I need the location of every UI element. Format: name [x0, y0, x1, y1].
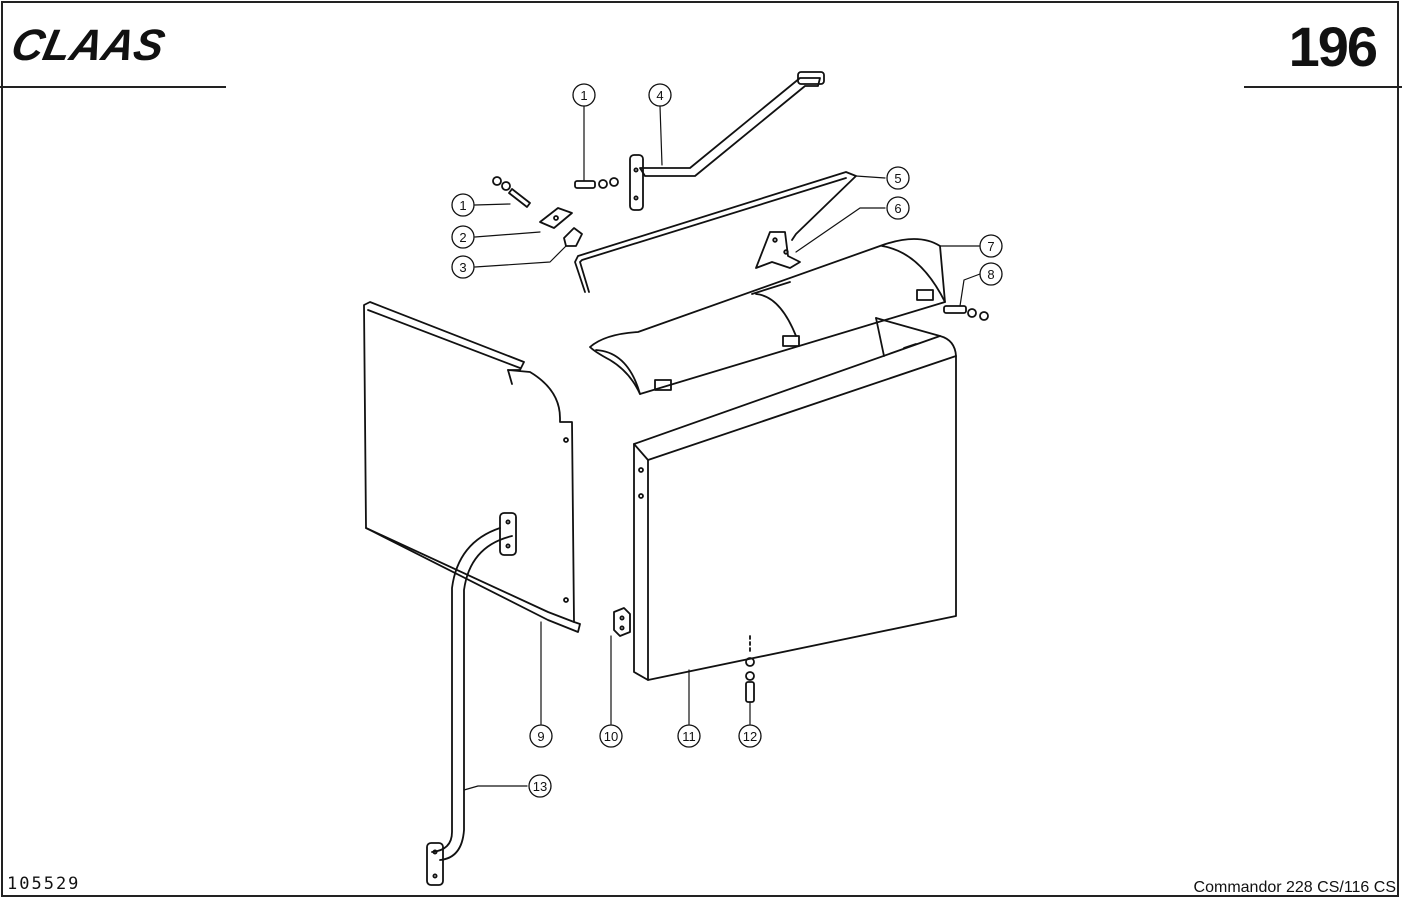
handle-tube-part [426, 512, 517, 886]
header-rule-left [0, 86, 226, 88]
support-arm-part [629, 71, 825, 211]
svg-text:4: 4 [656, 88, 663, 103]
callout-9: 9 [529, 724, 553, 748]
header-rule-right [1244, 86, 1402, 88]
bolt-part-bottom [745, 635, 755, 703]
svg-text:1: 1 [580, 88, 587, 103]
svg-text:1: 1 [459, 198, 466, 213]
callout-3: 3 [451, 255, 475, 279]
side-panel-part [363, 301, 581, 633]
callout-11: 11 [677, 724, 701, 748]
top-cover-part [589, 238, 946, 395]
bracket-part [755, 231, 801, 269]
front-panel-part [633, 317, 957, 681]
callout-group: 1 4 1 5 6 2 3 7 8 9 10 11 12 13 [451, 83, 1003, 798]
latch-part [613, 607, 631, 637]
callout-13: 13 [528, 774, 552, 798]
logo-text: CLAAS [7, 21, 169, 69]
claas-logo: CLAAS [7, 21, 169, 69]
clip-part [563, 227, 583, 247]
callout-8: 8 [979, 262, 1003, 286]
bolt-part-top [574, 177, 619, 189]
page-number: 196 [1288, 15, 1378, 78]
callout-7: 7 [979, 234, 1003, 258]
bolt-part-left [492, 176, 531, 208]
callout-1-top: 1 [572, 83, 596, 107]
svg-text:8: 8 [987, 267, 994, 282]
svg-text:6: 6 [894, 201, 901, 216]
svg-text:3: 3 [459, 260, 466, 275]
callout-1-left: 1 [451, 193, 475, 217]
svg-text:10: 10 [604, 729, 618, 744]
callout-4: 4 [648, 83, 672, 107]
svg-text:12: 12 [743, 729, 757, 744]
leader-lines [463, 105, 981, 791]
svg-text:2: 2 [459, 230, 466, 245]
callout-2: 2 [451, 225, 475, 249]
rod-part [574, 171, 857, 293]
svg-text:5: 5 [894, 171, 901, 186]
callout-10: 10 [599, 724, 623, 748]
bolt-part-right [943, 305, 989, 321]
document-code: 105529 [7, 874, 81, 894]
callout-5: 5 [886, 166, 910, 190]
svg-text:13: 13 [533, 779, 547, 794]
callout-12: 12 [738, 724, 762, 748]
model-label: Commandor 228 CS/116 CS [1193, 879, 1396, 896]
svg-text:9: 9 [537, 729, 544, 744]
plate-part [539, 207, 573, 229]
svg-text:11: 11 [682, 729, 696, 744]
svg-text:7: 7 [987, 239, 994, 254]
callout-6: 6 [886, 196, 910, 220]
